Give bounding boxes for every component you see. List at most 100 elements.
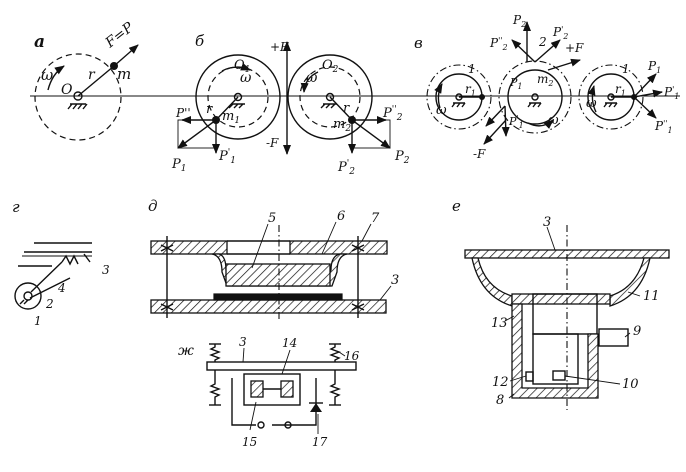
panel-zh-label-15: 15 xyxy=(242,435,257,449)
panel-e-label-11: 11 xyxy=(643,289,660,304)
panel-v-minus-f-arrow xyxy=(483,119,507,145)
panel-b-o2: O2 xyxy=(322,58,339,75)
panel-a-pivot xyxy=(73,91,83,101)
panel-zh-spring-bottom-left xyxy=(209,370,221,405)
panel-v-left-omega-arrow xyxy=(434,83,443,109)
panel-zh-spring-top-left xyxy=(209,344,221,362)
panel-b-m2: m2 xyxy=(333,117,351,134)
panel-a-force-arrow xyxy=(113,44,139,67)
panel-a-r: r xyxy=(88,67,96,83)
panel-v-omega-c: ω xyxy=(586,96,597,111)
panel-zh-spring-top-right xyxy=(329,344,341,362)
panel-v-p1pp-arrow xyxy=(633,96,657,119)
panel-e-housing xyxy=(511,303,599,399)
panel-v-m2: m2 xyxy=(537,72,553,88)
panel-v-p1p-mid-arrow xyxy=(501,105,510,137)
panel-a-radius xyxy=(77,65,115,97)
panel-zh-leader-14 xyxy=(281,349,291,375)
panel-a-force-label: F=P xyxy=(102,19,137,52)
panel-d-bolt-right xyxy=(351,236,365,318)
panel-zh-coil-right xyxy=(280,380,294,398)
panel-v-p1: P1 xyxy=(647,59,661,75)
panel-a-o: O xyxy=(61,82,73,98)
panel-e-element-10 xyxy=(552,370,566,381)
panel-e-label-8: 8 xyxy=(496,393,504,408)
panel-b-right-pivot xyxy=(325,92,335,102)
panel-e-leader-11 xyxy=(627,291,641,297)
panel-d-top-plate-right xyxy=(289,240,388,255)
panel-zh-leader-15 xyxy=(249,401,257,431)
panel-zh-label-17: 17 xyxy=(312,435,328,449)
panel-zh-terminal-left xyxy=(257,421,265,429)
panel-e-leader-3 xyxy=(546,226,556,251)
panel-v-p1pp: P''1 xyxy=(654,119,673,135)
panel-g-tag: г xyxy=(12,198,20,216)
panel-e-tag: е xyxy=(452,197,461,215)
panel-zh-diode xyxy=(310,403,322,412)
panel-v-left-mass-dot xyxy=(479,94,485,100)
panel-b-left-ground xyxy=(228,103,245,109)
panel-v-p2p-arrow xyxy=(534,39,561,63)
panel-e-element-12 xyxy=(525,371,534,382)
panel-v-r1b: r1 xyxy=(615,82,626,98)
panel-b-omega2: ω xyxy=(306,70,318,86)
panel-g-label-1: 1 xyxy=(34,314,42,328)
panel-zh-leader-3 xyxy=(242,347,245,363)
panel-v-right-gear-pitch xyxy=(578,64,644,130)
panel-e-leader-13 xyxy=(504,315,515,322)
panel-g-leader-3 xyxy=(83,253,91,263)
panel-b-p1: P1 xyxy=(171,157,186,174)
panel-b-right-ground xyxy=(320,103,337,109)
panel-d-leader-6 xyxy=(321,221,337,255)
panel-b-left-disc xyxy=(195,54,281,140)
panel-v-gear1-right: 1 xyxy=(622,62,630,76)
panel-b-p2-arrow xyxy=(351,119,391,149)
panel-v-middle-gear-pitch xyxy=(498,60,572,134)
panel-zh-circuit xyxy=(231,378,317,426)
panel-e-label-13: 13 xyxy=(491,316,508,331)
panel-a-m: m xyxy=(117,65,131,83)
panel-b-minus-f: -F xyxy=(266,136,279,150)
panel-v-middle-gear-orbit xyxy=(507,69,563,125)
panel-a-tag: a xyxy=(34,32,45,52)
panel-b-omega1: ω xyxy=(240,70,252,86)
panel-v-left-ground xyxy=(451,102,466,108)
panel-d-leader-5 xyxy=(251,223,269,269)
panel-a-orbit xyxy=(34,53,122,141)
panel-b-m1: m1 xyxy=(222,109,240,126)
panel-v-plus-f-arrow xyxy=(547,58,581,71)
panel-v-p1-arrow xyxy=(633,73,657,98)
panel-e-leader-12 xyxy=(509,375,527,382)
panel-d-top-plate-left xyxy=(150,240,228,255)
panel-a-ground xyxy=(67,103,88,110)
panel-b-right-disc xyxy=(287,54,373,140)
panel-b-right-orbit xyxy=(299,66,361,128)
panel-b-o1: O1 xyxy=(234,58,250,75)
panel-d-label-6: 6 xyxy=(337,209,345,224)
panel-g-rotor-ground xyxy=(19,299,29,305)
panel-v-omega-a: ω xyxy=(436,103,447,118)
panel-d-base-pad xyxy=(213,293,343,301)
panel-v-gear1-left: 1 xyxy=(468,62,476,76)
panel-b-p1p: P'1 xyxy=(218,148,236,166)
panel-v-omega-b-arrow xyxy=(527,119,554,130)
panel-g-label-2: 2 xyxy=(45,297,54,311)
panel-e-cup-exciter: е 3 11 13 9 12 10 8 xyxy=(452,197,670,410)
panel-e-label-10: 10 xyxy=(622,377,639,392)
panel-v-p1p-arrow xyxy=(633,89,663,98)
panel-g-linkage xyxy=(29,261,71,299)
panel-b-omega2-arrow xyxy=(300,71,319,93)
panel-b-right-radius xyxy=(329,96,353,121)
panel-v-omega-b: ω xyxy=(548,113,559,128)
panel-v-p1-mid: P1 xyxy=(509,76,523,91)
panel-v-r1a: r1 xyxy=(465,82,476,98)
panel-v-left-gear-pitch xyxy=(426,64,492,130)
panel-e-leader-8 xyxy=(508,393,515,399)
panel-d-section-view: д 5 6 7 3 xyxy=(148,197,399,322)
panel-e-leader-10 xyxy=(564,375,621,385)
panel-g-rotor-center xyxy=(23,291,33,301)
panel-a-omega: ω xyxy=(41,66,53,84)
panel-e-label-3: 3 xyxy=(543,215,551,230)
panel-v-p2p: P'2 xyxy=(552,25,568,41)
